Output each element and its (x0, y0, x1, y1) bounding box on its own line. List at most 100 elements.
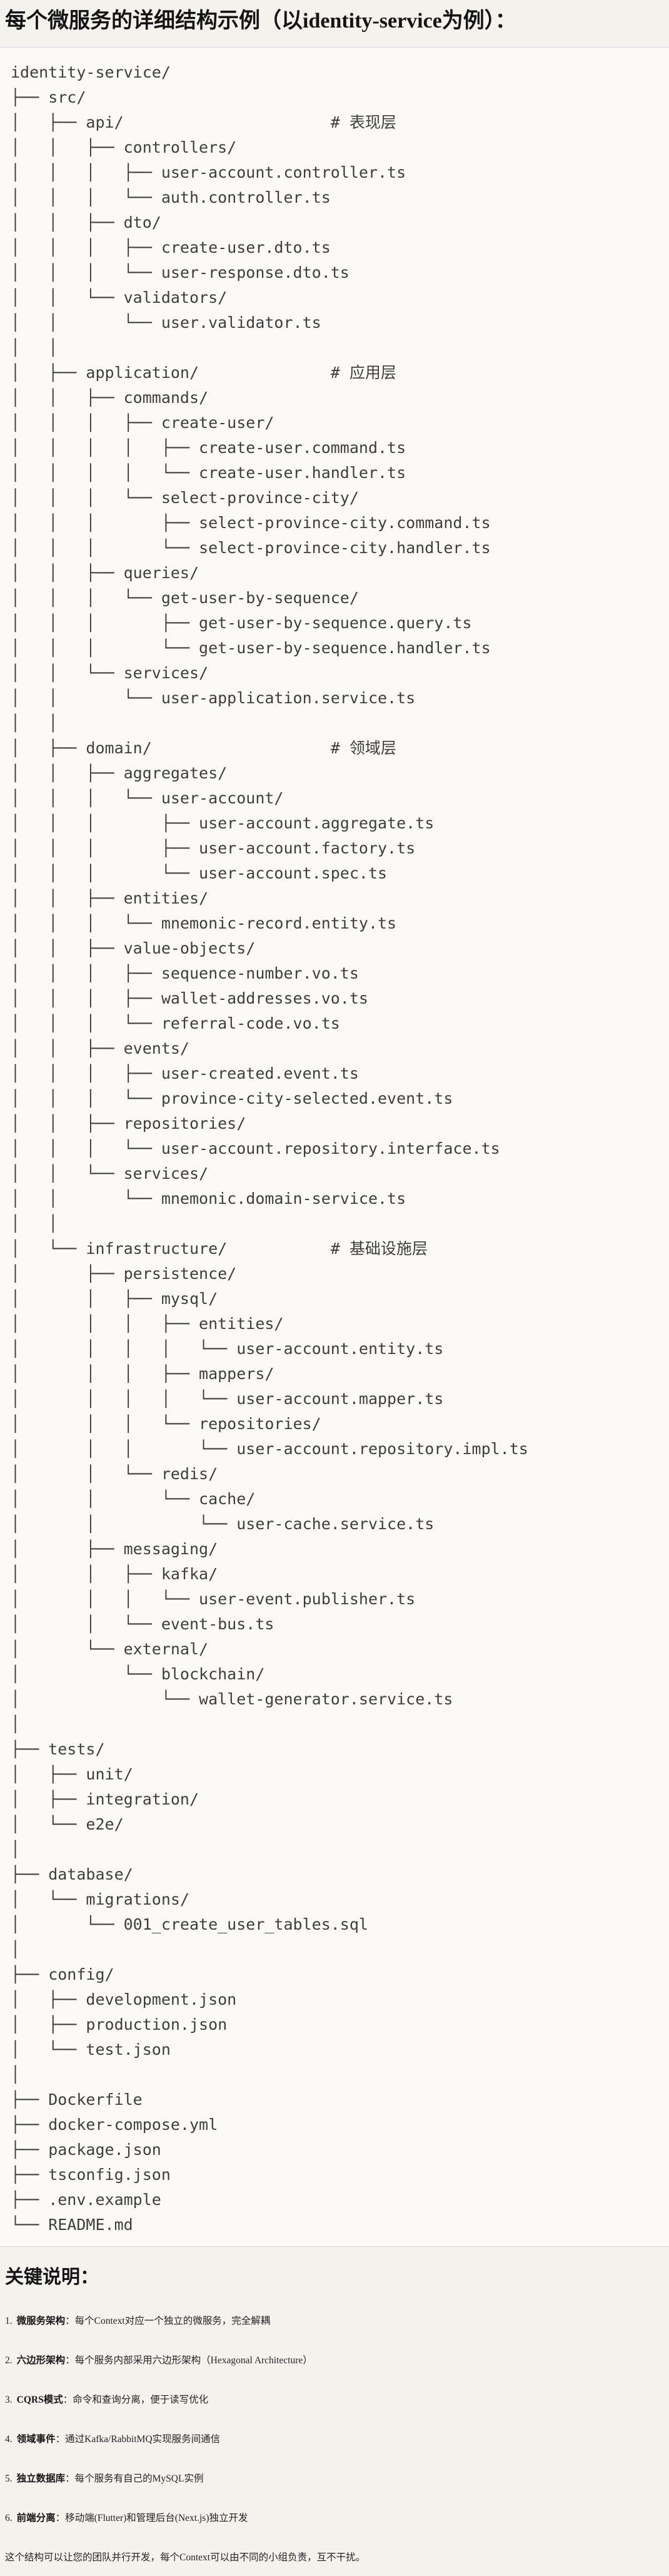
tree-line: │ ├── development.json (11, 1990, 237, 2008)
tree-line: │ ├── domain/ # 领域层 (11, 739, 396, 757)
tree-line: │ │ │ └── get-user-by-sequence/ (11, 589, 359, 607)
tree-line: ├── database/ (11, 1865, 133, 1883)
item-colon: ： (55, 2513, 66, 2523)
item-text: 命令和查询分离，便于读写优化 (73, 2395, 209, 2405)
item-colon: ： (65, 2355, 75, 2366)
tree-line: │ ├── integration/ (11, 1790, 199, 1808)
item-colon: ： (63, 2395, 73, 2405)
tree-line: │ │ │ ├── get-user-by-sequence.query.ts (11, 614, 472, 632)
directory-tree-code-block: identity-service/ ├── src/ │ ├── api/ # … (0, 47, 669, 2247)
tree-line: │ ├── messaging/ (11, 1540, 218, 1558)
item-text: 移动端(Flutter)和管理后台(Next.js)独立开发 (65, 2513, 248, 2523)
item-number: 2. (5, 2355, 13, 2366)
item-label: 微服务架构 (16, 2316, 66, 2326)
item-number: 5. (5, 2473, 13, 2484)
notes-heading: 关键说明： (5, 2267, 99, 2288)
list-item: 5.独立数据库：每个服务有自己的MySQL实例 (5, 2472, 664, 2487)
list-item: 6.前端分离：移动端(Flutter)和管理后台(Next.js)独立开发 (5, 2511, 664, 2526)
tree-line: │ │ ├── kafka/ (11, 1565, 218, 1583)
tree-line: │ └── blockchain/ (11, 1665, 265, 1683)
tree-line: │ │ │ ├── select-province-city.command.t… (11, 514, 491, 532)
tree-line: │ │ └── validators/ (11, 288, 228, 307)
item-label: 独立数据库 (16, 2473, 66, 2484)
tree-line: │ │ └── event-bus.ts (11, 1615, 274, 1633)
tree-line: │ │ ├── events/ (11, 1039, 189, 1057)
tree-line: │ │ │ └── user-account/ (11, 789, 284, 807)
key-notes-section: 关键说明： 1.微服务架构：每个Context对应一个独立的微服务，完全解耦 2… (0, 2266, 669, 2565)
tree-line: │ │ │ └── repositories/ (11, 1415, 321, 1433)
tree-line: │ │ │ └── select-province-city/ (11, 489, 359, 507)
list-item: 1.微服务架构：每个Context对应一个独立的微服务，完全解耦 (5, 2314, 664, 2329)
tree-line: │ ├── unit/ (11, 1765, 133, 1783)
list-item: 2.六边形架构：每个服务内部采用六边形架构（Hexagonal Architec… (5, 2353, 664, 2368)
item-label: 前端分离 (16, 2513, 56, 2523)
item-number: 3. (5, 2395, 13, 2405)
tree-line: ├── tsconfig.json (11, 2166, 171, 2184)
tree-line: │ │ │ └── province-city-selected.event.t… (11, 1089, 453, 1107)
tree-line: │ │ │ ├── user-account.factory.ts (11, 839, 416, 857)
tree-line: │ │ └── services/ (11, 1164, 209, 1183)
tree-line: │ │ │ ├── user-created.event.ts (11, 1064, 359, 1082)
tree-line: identity-service/ (11, 63, 171, 81)
tree-line: │ │ │ └── select-province-city.handler.t… (11, 539, 491, 557)
item-colon: ： (55, 2434, 66, 2445)
tree-line: │ │ │ │ └── create-user.handler.ts (11, 464, 406, 482)
item-text: 每个服务有自己的MySQL实例 (74, 2473, 204, 2484)
tree-line: │ ├── production.json (11, 2015, 228, 2034)
tree-line: │ │ └── user-cache.service.ts (11, 1515, 435, 1533)
tree-line: │ │ ├── entities/ (11, 889, 209, 907)
tree-line: │ │ └── user-application.service.ts (11, 689, 416, 707)
tree-line: │ │ ├── repositories/ (11, 1114, 246, 1133)
tree-line: │ │ ├── controllers/ (11, 138, 237, 156)
tree-line: │ │ │ │ └── user-account.mapper.ts (11, 1390, 444, 1408)
tree-line: │ └── 001_create_user_tables.sql (11, 1915, 368, 1933)
item-colon: ： (65, 2473, 75, 2484)
tree-line: │ │ ├── queries/ (11, 564, 199, 582)
item-text: 每个服务内部采用六边形架构（Hexagonal Architecture） (74, 2355, 313, 2366)
tree-line: │ (11, 1840, 21, 1858)
list-item: 4.领域事件：通过Kafka/RabbitMQ实现服务间通信 (5, 2432, 664, 2447)
tree-line: │ │ │ ├── sequence-number.vo.ts (11, 964, 359, 982)
tree-line: │ └── test.json (11, 2040, 171, 2059)
tree-line: │ └── external/ (11, 1640, 209, 1658)
tree-line: │ │ │ └── user-event.publisher.ts (11, 1590, 416, 1608)
tree-line: │ │ │ └── mnemonic-record.entity.ts (11, 914, 397, 932)
tree-line: │ │ │ ├── create-user/ (11, 414, 274, 432)
item-number: 4. (5, 2434, 13, 2445)
tree-line: │ └── wallet-generator.service.ts (11, 1690, 453, 1708)
item-number: 6. (5, 2513, 13, 2523)
tree-line: │ │ └── user.validator.ts (11, 313, 321, 332)
tree-line: │ │ ├── value-objects/ (11, 939, 256, 957)
tree-line: │ (11, 1940, 21, 1958)
tree-line: │ │ (11, 339, 58, 357)
tree-line: │ │ │ ├── wallet-addresses.vo.ts (11, 989, 368, 1007)
tree-line: │ │ │ │ ├── create-user.command.ts (11, 439, 406, 457)
tree-line: │ │ │ ├── mappers/ (11, 1365, 274, 1383)
item-text: 每个Context对应一个独立的微服务，完全解耦 (74, 2316, 271, 2326)
tree-line: ├── docker-compose.yml (11, 2115, 218, 2134)
tree-line: ├── src/ (11, 88, 86, 106)
tree-line: │ └── infrastructure/ # 基础设施层 (11, 1240, 428, 1258)
tree-line: │ │ │ └── user-account.repository.impl.t… (11, 1440, 528, 1458)
item-label: CQRS模式 (16, 2395, 63, 2405)
tree-line: │ │ │ └── user-account.spec.ts (11, 864, 388, 882)
tree-line: │ │ ├── commands/ (11, 389, 209, 407)
tree-line: │ │ │ ├── user-account.controller.ts (11, 163, 406, 181)
tree-line: ├── .env.example (11, 2191, 161, 2209)
tree-line: │ │ │ └── auth.controller.ts (11, 188, 331, 206)
tree-line: ├── Dockerfile (11, 2090, 143, 2109)
tree-line: │ │ └── mnemonic.domain-service.ts (11, 1189, 406, 1208)
tree-line: │ └── e2e/ (11, 1815, 124, 1833)
tree-line: │ │ (11, 1214, 58, 1233)
tree-line: │ │ │ ├── user-account.aggregate.ts (11, 814, 435, 832)
page-title: 每个微服务的详细结构示例（以identity-service为例）： (5, 9, 516, 33)
tree-line: │ │ ├── dto/ (11, 213, 161, 232)
item-colon: ： (65, 2316, 75, 2326)
tree-line: │ │ │ └── get-user-by-sequence.handler.t… (11, 639, 491, 657)
key-points-list: 1.微服务架构：每个Context对应一个独立的微服务，完全解耦 2.六边形架构… (5, 2314, 664, 2526)
tree-line: │ │ │ ├── entities/ (11, 1315, 284, 1333)
tree-line: │ (11, 1715, 21, 1733)
tree-line: ├── tests/ (11, 1740, 105, 1758)
tree-line: │ │ │ │ └── user-account.entity.ts (11, 1340, 444, 1358)
